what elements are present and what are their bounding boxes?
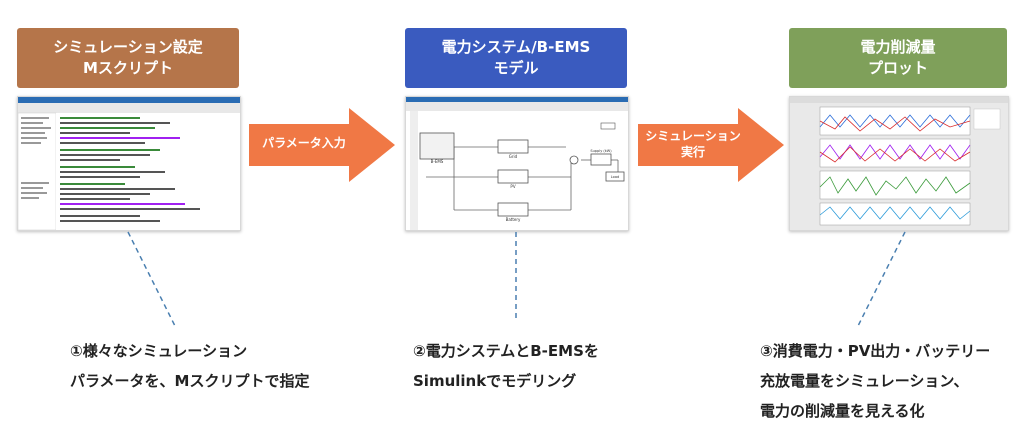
step1-header-line2: Mスクリプト [83, 59, 173, 77]
block-load-label: Load [611, 175, 619, 179]
simulation-run-label: シミュレーション 実行 [638, 128, 748, 160]
step2-header: 電力システム/B-EMS モデル [405, 28, 627, 88]
step3-note-line3: 電力の削減量を見える化 [760, 402, 925, 420]
step2-note: ②電力システムとB-EMSを Simulinkでモデリング [413, 336, 599, 396]
block-bems-label: B-EMS [431, 159, 444, 164]
power-reduction-plot-screenshot [789, 96, 1009, 231]
step2-note-line1: ②電力システムとB-EMSを [413, 342, 599, 360]
arrow2-label-line2: 実行 [680, 145, 705, 159]
block-battery-label: Battery [506, 217, 521, 222]
arrow1-label-line1: パラメータ入力 [262, 136, 346, 150]
block-pv-label: PV [510, 184, 515, 189]
step2-header-line2: モデル [493, 59, 539, 77]
step1-note: ①様々なシミュレーション パラメータを、Mスクリプトで指定 [70, 336, 309, 396]
simulation-run-arrow [638, 108, 784, 182]
step3-header-line1: 電力削減量 [860, 38, 936, 56]
step3-header-line2: プロット [867, 59, 928, 77]
step1-note-line2: パラメータを、Mスクリプトで指定 [70, 372, 310, 390]
step3-note-line1: ③消費電力・PV出力・バッテリー [760, 342, 991, 360]
step2-note-line2: Simulinkでモデリング [413, 372, 577, 390]
step2-header-line1: 電力システム/B-EMS [441, 38, 591, 56]
step3-connector [857, 231, 906, 327]
step1-header-line1: シミュレーション設定 [53, 38, 203, 56]
block-supply-label: Supply (kW) [590, 149, 612, 153]
block-grid-label: Grid [509, 154, 518, 159]
power-plot-illustration [790, 97, 1008, 226]
step3-note: ③消費電力・PV出力・バッテリー 充放電量をシミュレーション、 電力の削減量を見… [760, 336, 990, 426]
simulink-model-illustration: B-EMS Grid PV Battery Supply (kW) Load [406, 97, 628, 230]
step1-connector [127, 231, 176, 327]
parameter-input-label: パラメータ入力 [249, 135, 359, 151]
simulink-model-screenshot: B-EMS Grid PV Battery Supply (kW) Load [405, 96, 629, 231]
step1-header: シミュレーション設定 Mスクリプト [17, 28, 239, 88]
mscript-editor-illustration [18, 97, 240, 230]
parameter-input-arrow [249, 108, 395, 182]
step3-note-line2: 充放電量をシミュレーション、 [760, 372, 969, 390]
step2-connector [515, 232, 517, 318]
mscript-editor-screenshot [17, 96, 241, 231]
step1-note-line1: ①様々なシミュレーション [70, 342, 248, 360]
arrow2-label-line1: シミュレーション [645, 129, 741, 143]
step3-header: 電力削減量 プロット [789, 28, 1007, 88]
